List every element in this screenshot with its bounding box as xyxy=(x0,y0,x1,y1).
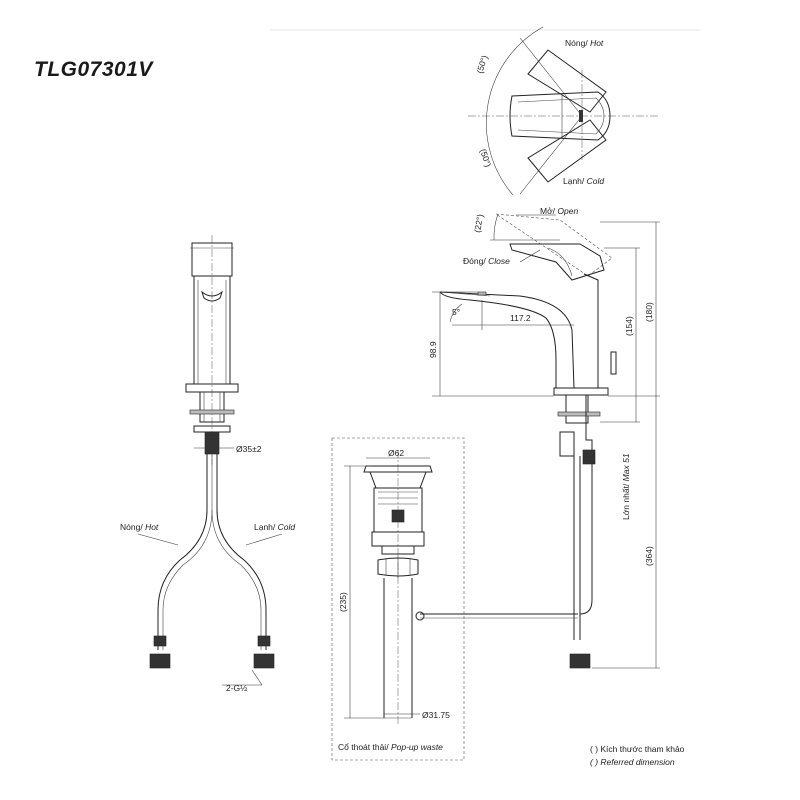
hot-hose-inner xyxy=(162,454,213,650)
waste-pivot-nut xyxy=(377,557,419,577)
thread-label: 2-G½ xyxy=(226,683,247,693)
front-cold-leader xyxy=(245,533,283,546)
side-view: Mở/ Open (22°) Đóng/ Close 5° 117.2 98.9… xyxy=(420,206,660,669)
front-handle-cap xyxy=(191,242,233,277)
side-shank xyxy=(565,394,589,424)
side-counter-top xyxy=(557,411,601,417)
counter-top xyxy=(189,409,235,415)
dim-154-label: (154) xyxy=(624,316,634,336)
dim-180-label: (180) xyxy=(644,302,654,322)
open-angle-arc xyxy=(493,213,499,241)
top-hot-label: Nóng/ Hot xyxy=(565,38,604,48)
spout-height-label: 98.9 xyxy=(428,341,438,358)
front-hot-leader xyxy=(137,533,179,546)
top-cold-label: Lạnh/ Cold xyxy=(563,176,604,186)
hole-dia-label: Ø35±2 xyxy=(236,444,262,454)
side-hose-nut xyxy=(569,653,591,669)
waste-tailpipe xyxy=(383,578,413,718)
hose-connector xyxy=(204,431,220,455)
close-leader xyxy=(519,249,541,263)
side-handle-detail xyxy=(547,247,573,277)
popup-rod-top xyxy=(610,351,617,375)
waste-cap xyxy=(363,465,433,473)
hot-hose-ferrule xyxy=(153,635,167,647)
note-line-2: ( ) Referred dimension xyxy=(590,757,675,767)
front-body xyxy=(193,276,231,384)
hot-angle-ray xyxy=(519,37,583,117)
waste-overflow xyxy=(391,509,405,523)
open-label: Mở/ Open xyxy=(540,206,578,216)
pivot-ball xyxy=(415,611,425,621)
note-line-1: ( ) Kích thước tham khảo xyxy=(590,744,685,754)
side-lock-nut xyxy=(559,431,575,457)
front-spout-outlet xyxy=(200,290,224,302)
hot-handle-outline xyxy=(527,49,607,113)
side-handle xyxy=(509,243,605,281)
top-view: Nóng/ Hot Lạnh/ Cold (50°) (50°) xyxy=(468,26,660,196)
cold-hose-nut xyxy=(253,653,275,669)
waste-view: Ø62 (235) Ø31.75 Cổ thoát thải/ Pop-up w… xyxy=(331,437,465,761)
cold-hose-inner xyxy=(211,509,262,650)
waste-top-dia-label: Ø62 xyxy=(388,448,404,458)
thread-leader xyxy=(251,669,263,686)
close-label: Đóng/ Close xyxy=(463,256,510,266)
side-base-flange xyxy=(553,387,609,396)
popup-clamp xyxy=(582,449,596,465)
angle-cold-label: (50°) xyxy=(478,148,493,169)
dim-364-label: (364) xyxy=(644,546,654,566)
hot-hose xyxy=(157,454,208,650)
faucet-body-top xyxy=(509,91,611,141)
spout-underside xyxy=(439,291,491,297)
popup-rod-lower xyxy=(579,395,593,615)
front-hot-label: Nóng/ Hot xyxy=(120,522,159,532)
spout-angle-arc xyxy=(449,303,463,323)
cold-handle-outline xyxy=(527,119,607,183)
front-cold-label: Lạnh/ Cold xyxy=(254,522,295,532)
side-body xyxy=(439,273,599,389)
front-view: Ø35±2 Nóng/ Hot Lạnh/ Cold 2-G½ xyxy=(120,235,295,693)
open-angle-label: (22°) xyxy=(472,213,485,233)
model-title: TLG07301V xyxy=(34,58,153,81)
top-view-angle-arc xyxy=(486,26,544,196)
aerator xyxy=(477,291,487,296)
hot-hose-nut xyxy=(149,653,171,669)
waste-caption: Cổ thoát thải/ Pop-up waste xyxy=(338,742,443,752)
cold-hose xyxy=(216,454,267,650)
indicator-mark xyxy=(579,110,583,122)
cold-angle-ray xyxy=(519,115,583,195)
max51-label: Lớn nhất/ Max 51 xyxy=(621,453,631,520)
angle-hot-label: (50°) xyxy=(474,54,489,75)
faucet-body-inner xyxy=(517,97,605,135)
pipe-dia-label: Ø31.75 xyxy=(422,710,450,720)
front-body-inner xyxy=(197,280,227,384)
cold-hose-ferrule xyxy=(257,635,271,647)
waste-length-label: (235) xyxy=(338,592,348,612)
reach-label: 117.2 xyxy=(510,313,531,323)
spout-angle-label: 5° xyxy=(452,307,460,317)
front-shank xyxy=(199,391,225,423)
handle-open-ghost xyxy=(495,213,613,277)
waste-frame xyxy=(331,437,465,761)
waste-collar xyxy=(381,545,415,555)
